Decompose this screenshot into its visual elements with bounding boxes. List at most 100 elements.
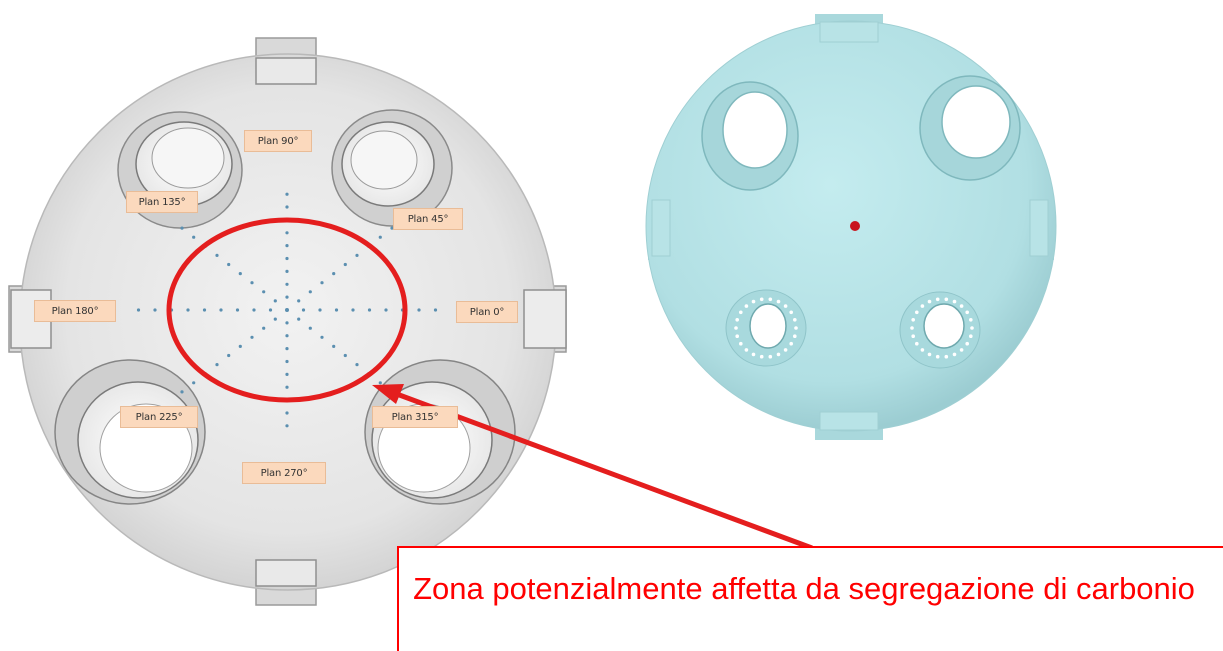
measurement-dot <box>378 381 382 385</box>
bolt-hole-dot <box>776 352 781 357</box>
right-port-upper-left <box>701 81 799 191</box>
bolt-hole-dot <box>793 334 797 339</box>
bolt-hole-dot <box>776 299 781 304</box>
annotation-callout-box: Zona potenzialmente affetta da segregazi… <box>397 546 1223 651</box>
right-port-lower-right <box>899 291 981 369</box>
bolt-hole-dot <box>789 310 793 315</box>
bolt-hole-dot <box>935 354 940 359</box>
bolt-hole-dot <box>783 304 788 308</box>
bolt-hole-dot <box>927 299 932 304</box>
measurement-dot <box>285 411 289 415</box>
measurement-dot <box>215 363 219 367</box>
measurement-dot <box>285 359 289 364</box>
measurement-dot <box>136 308 141 312</box>
measurement-dot <box>390 226 394 230</box>
measurement-dot <box>297 299 301 303</box>
bolt-hole-dot <box>751 352 756 357</box>
measurement-dot <box>378 235 382 239</box>
measurement-dot <box>273 299 277 303</box>
measurement-dot <box>180 390 184 394</box>
measurement-dot <box>238 344 242 348</box>
measurement-dot <box>192 235 196 239</box>
plan-label-270: Plan 270° <box>242 462 326 484</box>
measurement-dot <box>332 344 336 348</box>
right-port-lower-left <box>725 289 807 367</box>
measurement-dot <box>285 424 289 428</box>
bolt-hole-dot <box>920 304 925 308</box>
measurement-dot <box>262 326 266 330</box>
measurement-dot <box>355 363 359 367</box>
measurement-dot <box>351 308 355 312</box>
bolt-hole-dot <box>783 348 788 352</box>
bolt-hole-dot <box>969 318 973 322</box>
center-marker-dot <box>850 221 860 231</box>
measurement-dot <box>285 192 289 196</box>
bolt-hole-dot <box>927 352 932 357</box>
right-boss-left-face <box>651 199 671 257</box>
measurement-dot <box>384 308 388 312</box>
nozzle-top-face <box>255 57 317 85</box>
nozzle-bottom-face <box>255 559 317 587</box>
bolt-hole-dot <box>735 318 739 322</box>
measurement-dot <box>285 321 289 325</box>
measurement-dot <box>186 308 190 312</box>
bolt-hole-dot <box>970 326 974 330</box>
bolt-hole-dot <box>920 348 925 352</box>
bolt-hole-dot <box>911 334 915 339</box>
bolt-hole-dot <box>751 299 756 304</box>
right-port-upper-right <box>919 75 1021 181</box>
measurement-dot <box>285 244 289 248</box>
measurement-dot <box>219 308 223 312</box>
plan-label-315: Plan 315° <box>372 406 458 428</box>
plan-label-180: Plan 180° <box>34 300 116 322</box>
right-vessel-view <box>645 14 1057 440</box>
measurement-dot <box>250 281 254 285</box>
bolt-hole-dot <box>952 352 957 357</box>
bolt-hole-dot <box>734 326 738 330</box>
measurement-dot <box>285 231 289 235</box>
bolt-hole-dot <box>944 297 949 302</box>
bolt-hole-dot <box>959 348 964 352</box>
bolt-hole-dot <box>759 297 764 302</box>
measurement-dot <box>285 205 289 209</box>
plan-label-0: Plan 0° <box>456 301 518 323</box>
measurement-dot <box>433 308 438 312</box>
right-boss-top-face <box>819 21 879 43</box>
measurement-dot <box>320 281 324 285</box>
measurement-dot <box>285 347 289 351</box>
bolt-hole-dot <box>793 318 797 322</box>
measurement-dot <box>285 334 289 338</box>
bolt-hole-dot <box>965 310 969 315</box>
measurement-dot <box>320 335 324 339</box>
measurement-dot <box>343 353 347 358</box>
plan-label-45: Plan 45° <box>393 208 463 230</box>
right-boss-bottom-face <box>819 411 879 431</box>
bolt-hole-dot <box>744 304 749 308</box>
bolt-hole-dot <box>915 310 919 315</box>
measurement-dot <box>285 295 289 299</box>
measurement-dot <box>202 308 207 312</box>
plan-label-90: Plan 90° <box>244 130 312 152</box>
measurement-dot <box>343 262 347 267</box>
measurement-dot <box>332 272 336 276</box>
bolt-hole-dot <box>969 334 973 339</box>
measurement-dot <box>367 308 372 312</box>
bolt-hole-dot <box>744 348 749 352</box>
nozzle-right-face <box>523 289 567 349</box>
plan-label-135: Plan 135° <box>126 191 198 213</box>
measurement-dot <box>318 308 322 312</box>
bolt-hole-dot <box>739 341 743 346</box>
bolt-hole-dot <box>794 326 798 330</box>
measurement-dot <box>285 256 289 261</box>
measurement-points <box>136 192 438 428</box>
measurement-dot <box>215 253 219 257</box>
bolt-hole-dot <box>944 354 949 359</box>
measurement-dot <box>227 262 231 267</box>
measurement-dot <box>235 308 240 312</box>
measurement-dot <box>273 317 277 321</box>
bolt-hole-dot <box>759 354 764 359</box>
bolt-hole-dot <box>911 318 915 322</box>
bolt-hole-rings <box>734 297 974 359</box>
measurement-dot <box>238 272 242 276</box>
